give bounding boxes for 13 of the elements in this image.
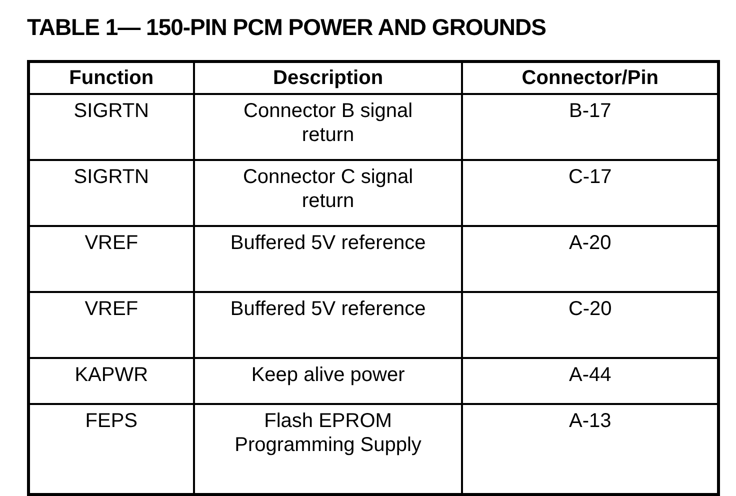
table-title: TABLE 1— 150-PIN PCM POWER AND GROUNDS (27, 14, 546, 41)
table-cell: Keep alive power (194, 358, 462, 404)
table-cell: SIGRTN (28, 94, 194, 160)
table-cell: Connector C signal return (194, 160, 462, 226)
table-cell: Buffered 5V reference (194, 226, 462, 292)
column-header: Description (194, 62, 462, 94)
table-cell: KAPWR (28, 358, 194, 404)
table-cell: Buffered 5V reference (194, 292, 462, 358)
column-header: Function (28, 62, 194, 94)
table-cell: VREF (28, 226, 194, 292)
table-cell: Connector B signal return (194, 94, 462, 160)
table-cell: VREF (28, 292, 194, 358)
table-cell: SIGRTN (28, 160, 194, 226)
